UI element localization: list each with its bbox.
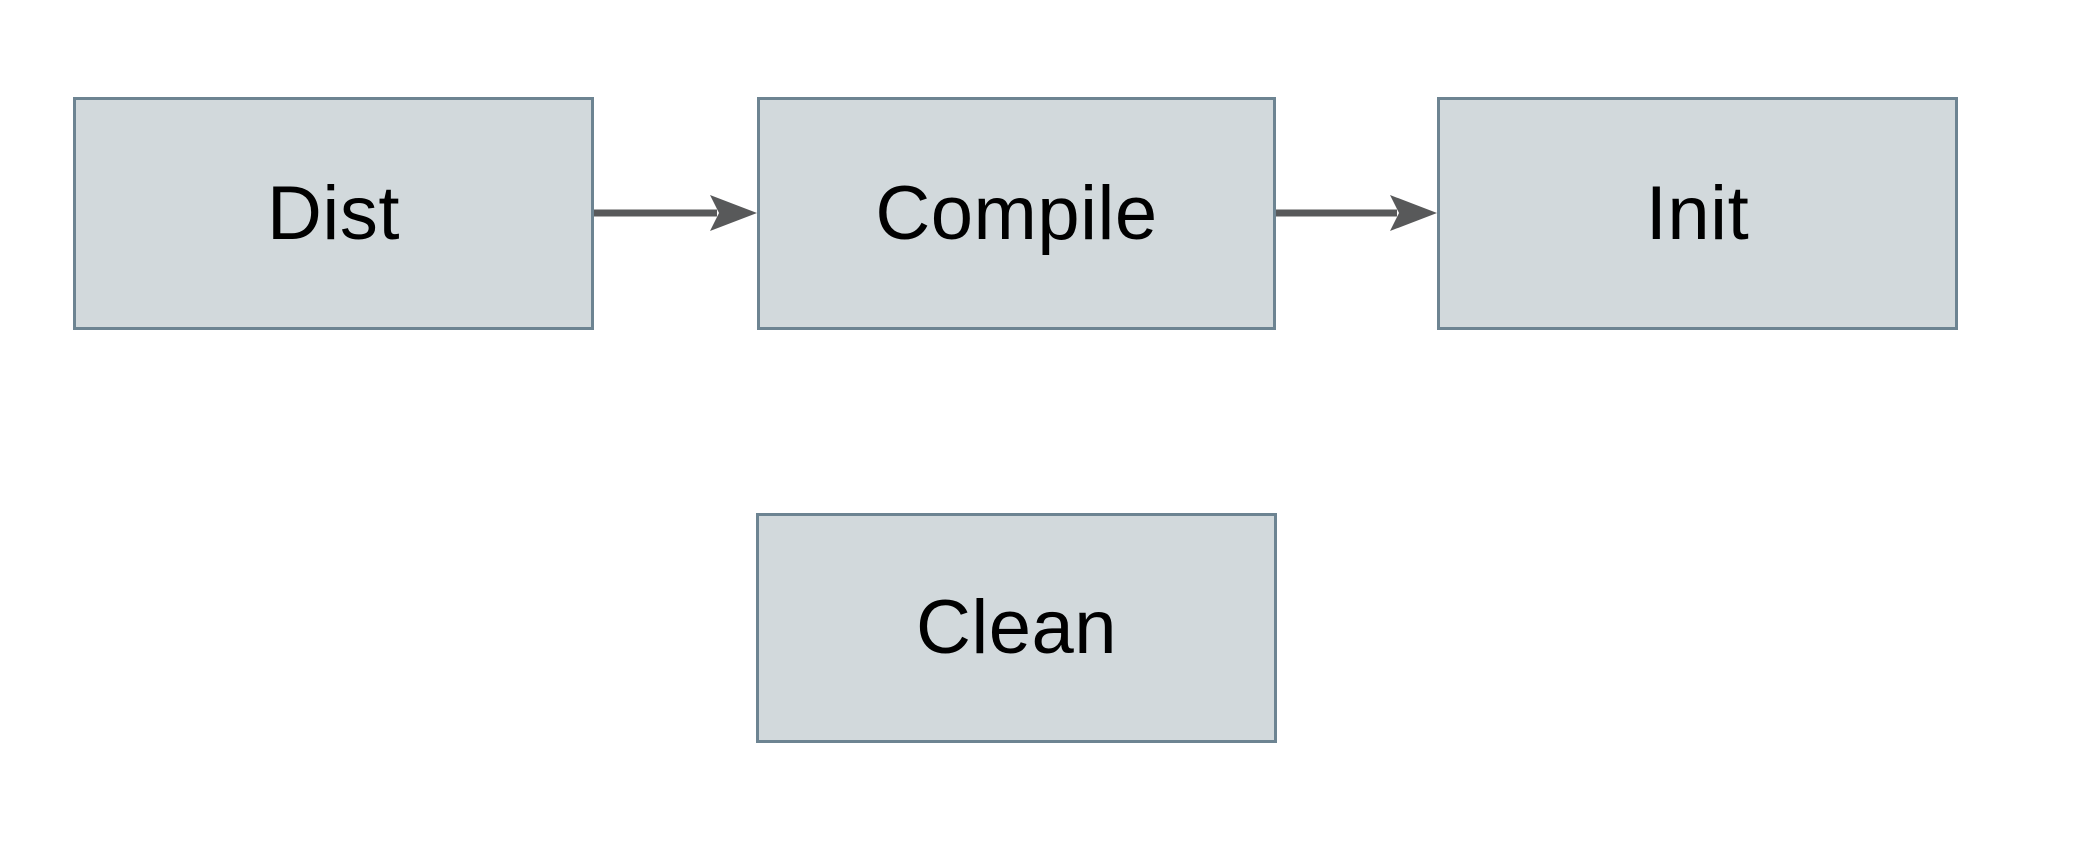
node-dist-label: Dist — [267, 170, 400, 256]
node-clean-label: Clean — [915, 585, 1118, 670]
node-init-label: Init — [1645, 170, 1750, 256]
arrow-compile-to-init-icon — [1276, 195, 1437, 231]
arrow-dist-to-compile-icon — [594, 195, 757, 231]
node-init[interactable]: Init — [1437, 97, 1958, 330]
node-clean[interactable]: Clean — [756, 513, 1277, 743]
node-dist[interactable]: Dist — [73, 97, 594, 330]
node-compile-label: Compile — [875, 170, 1158, 256]
node-compile[interactable]: Compile — [757, 97, 1276, 330]
